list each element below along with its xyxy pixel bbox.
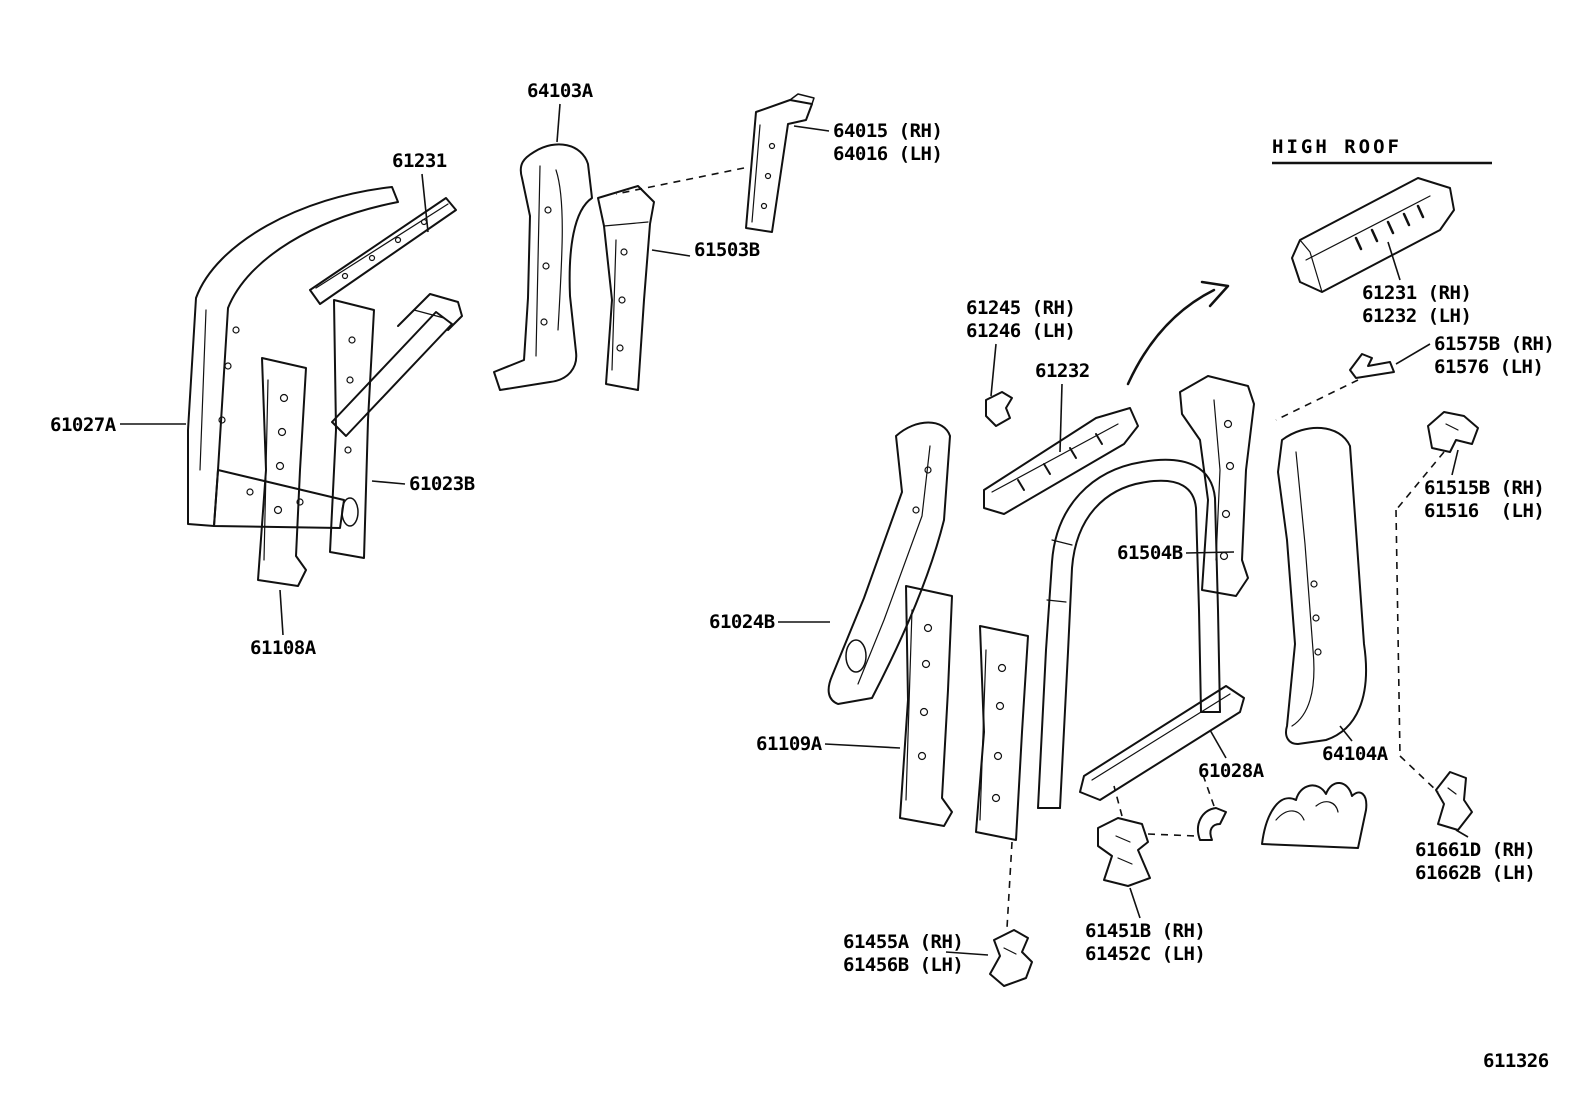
diagram-doc-number: 611326 xyxy=(1483,1050,1549,1072)
part-label-61504B: 61504B xyxy=(1117,542,1183,564)
part-label-61023B: 61023B xyxy=(409,473,475,495)
part-label-64103A: 64103A xyxy=(527,80,593,102)
part-label-61575B: 61575B (RH) xyxy=(1434,333,1555,355)
part-label-61231-rh: 61231 (RH) xyxy=(1362,282,1472,304)
part-label-61516: 61516 (LH) xyxy=(1424,500,1545,522)
part-drawing-door-arch-panel xyxy=(1037,458,1221,809)
part-drawing-61661D xyxy=(1435,771,1473,831)
leader-lines xyxy=(120,103,1492,956)
part-label-61028A: 61028A xyxy=(1198,760,1264,782)
part-drawing-64104A xyxy=(1277,426,1368,745)
part-label-61027A: 61027A xyxy=(50,414,116,436)
part-label-64015-64016: 64015 (RH) 64016 (LH) xyxy=(833,120,943,166)
part-label-61661D: 61661D (RH) xyxy=(1415,839,1536,861)
part-drawing-high-roof-rail xyxy=(1291,177,1455,293)
part-drawing-61575B xyxy=(1349,353,1395,379)
part-label-61451B: 61451B (RH) xyxy=(1085,920,1206,942)
part-label-64104A: 64104A xyxy=(1322,743,1388,765)
part-label-61503B: 61503B xyxy=(694,239,760,261)
part-drawing-61232-rail xyxy=(983,407,1139,515)
part-drawing-61231-rail xyxy=(309,197,457,305)
part-drawing-cowl-rail xyxy=(331,293,463,437)
part-label-61108A: 61108A xyxy=(250,637,316,659)
part-drawing-61023B xyxy=(329,299,375,559)
part-drawing-61455A xyxy=(989,929,1033,987)
part-label-61109A: 61109A xyxy=(756,733,822,755)
part-label-61515B: 61515B (RH) xyxy=(1424,477,1545,499)
part-drawing-center-pillar-inner xyxy=(975,625,1029,841)
part-label-61246: 61246 (LH) xyxy=(966,320,1076,342)
part-label-61245-61246: 61245 (RH) 61246 (LH) xyxy=(966,297,1076,343)
part-label-61232-lh: 61232 (LH) xyxy=(1362,305,1472,327)
part-drawing-64015 xyxy=(745,93,815,233)
leader-lines-dashed xyxy=(615,167,1445,929)
part-drawing-61109A xyxy=(899,585,953,827)
high-roof-heading: HIGH ROOF xyxy=(1272,136,1402,158)
part-drawing-61108A xyxy=(257,357,307,587)
part-drawing-61515B xyxy=(1427,411,1479,453)
part-label-61245: 61245 (RH) xyxy=(966,297,1076,319)
part-label-64015: 64015 (RH) xyxy=(833,120,943,142)
part-label-61455A-61456B: 61455A (RH) 61456B (LH) xyxy=(843,931,964,977)
part-drawing-61503B xyxy=(597,185,655,391)
part-label-61662B: 61662B (LH) xyxy=(1415,862,1536,884)
part-label-61575B-61576: 61575B (RH) 61576 (LH) xyxy=(1434,333,1555,379)
part-label-61661D-61662B: 61661D (RH) 61662B (LH) xyxy=(1415,839,1536,885)
part-label-61232: 61232 xyxy=(1035,360,1090,382)
part-drawing-61024B xyxy=(827,421,951,705)
part-label-61576: 61576 (LH) xyxy=(1434,356,1544,378)
part-drawing-hook-bracket xyxy=(1197,807,1227,841)
part-label-61451B-61452C: 61451B (RH) 61452C (LH) xyxy=(1085,920,1206,966)
part-label-61456B: 61456B (LH) xyxy=(843,954,964,976)
part-drawing-61504B xyxy=(1179,375,1255,597)
upward-arrow-icon xyxy=(1126,280,1230,386)
part-drawing-61245 xyxy=(985,391,1013,427)
part-label-61231: 61231 xyxy=(392,150,447,172)
part-drawing-61451B xyxy=(1097,817,1151,887)
part-label-61452C: 61452C (LH) xyxy=(1085,943,1206,965)
part-label-64016: 64016 (LH) xyxy=(833,143,943,165)
part-label-61231rh-61232lh: 61231 (RH) 61232 (LH) xyxy=(1362,282,1472,328)
part-drawing-wheel-house-flange xyxy=(1261,782,1368,849)
part-drawing-64103A xyxy=(493,143,593,391)
part-drawing-61028A xyxy=(1079,685,1245,801)
part-label-61515B-61516: 61515B (RH) 61516 (LH) xyxy=(1424,477,1545,523)
part-label-61024B: 61024B xyxy=(709,611,775,633)
part-label-61455A: 61455A (RH) xyxy=(843,931,964,953)
